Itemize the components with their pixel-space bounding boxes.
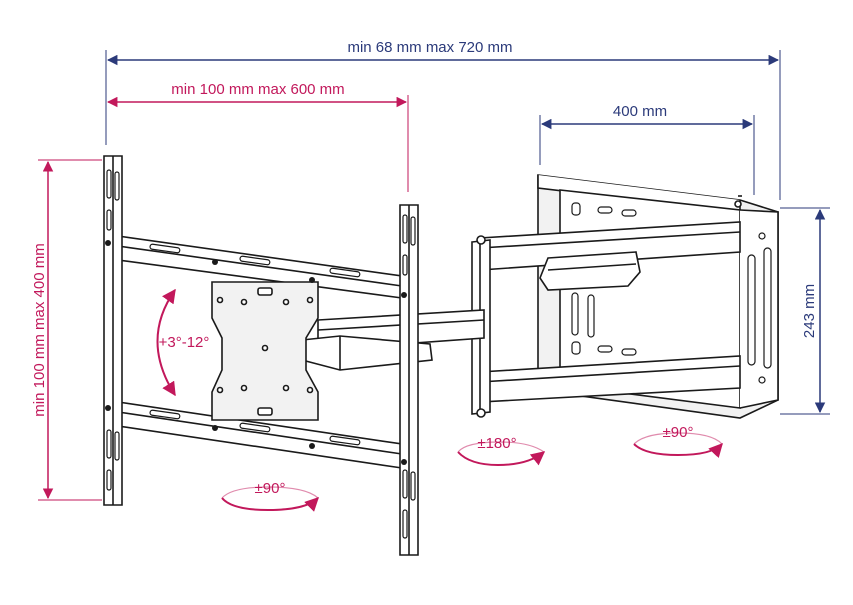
bracket-height-label: min 100 mm max 400 mm xyxy=(31,243,48,416)
dimension-wall-plate-width: 400 mm xyxy=(539,103,755,195)
bracket-width-label: min 100 mm max 600 mm xyxy=(171,81,344,98)
tilt-indicator: +3°-12° xyxy=(156,288,210,397)
wall-plate-slots xyxy=(571,202,772,384)
swivel-wall-label: ±90° xyxy=(663,424,694,441)
dimension-bracket-height: min 100 mm max 400 mm xyxy=(31,159,102,501)
wall-plate-width-label: 400 mm xyxy=(613,103,667,120)
dimension-wall-plate-height: 243 mm xyxy=(780,207,830,415)
upright-slots xyxy=(106,169,416,539)
swivel-arm-indicator: ±180° xyxy=(457,435,546,467)
dimension-total-width: min 68 mm max 720 mm xyxy=(105,39,781,200)
rotate-screen-label: ±90° xyxy=(255,480,286,497)
tv-bracket xyxy=(103,155,419,556)
swivel-arm-label: ±180° xyxy=(477,435,516,452)
rail-slots xyxy=(149,243,361,446)
rotate-screen-indicator: ±90° xyxy=(221,480,319,512)
wall-plate-height-label: 243 mm xyxy=(801,284,818,338)
total-width-label: min 68 mm max 720 mm xyxy=(347,39,512,56)
dimension-bracket-width: min 100 mm max 600 mm xyxy=(106,81,409,192)
tilt-label: +3°-12° xyxy=(159,334,210,351)
articulating-arm xyxy=(301,221,741,418)
swivel-wall-indicator: ±90° xyxy=(633,424,723,459)
bracket-bolts xyxy=(105,240,407,465)
